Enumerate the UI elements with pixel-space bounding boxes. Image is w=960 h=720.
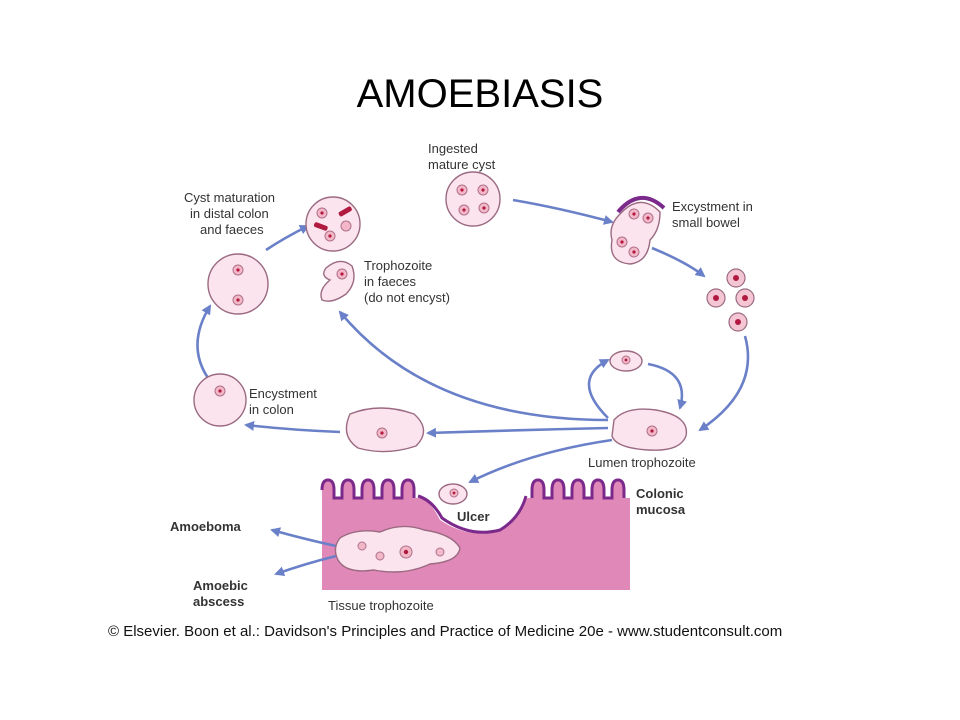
label-tropho-faeces-line1: Trophozoite xyxy=(364,258,432,273)
label-amoeboma: Amoeboma xyxy=(170,519,242,534)
arrow-tissue-to-abscess xyxy=(274,554,337,577)
label-maturation-line3: and faeces xyxy=(200,222,264,237)
label-maturation-line2: in distal colon xyxy=(190,206,269,221)
precyst-cell xyxy=(345,407,425,453)
tissue-trophozoite xyxy=(334,525,461,573)
arrow-excyst-to-release xyxy=(651,246,706,278)
arrow-lumen-to-precyst xyxy=(426,426,609,438)
arrow-precyst-to-encyst xyxy=(244,420,341,434)
arrow-ingest-to-excyst xyxy=(512,198,614,225)
released-trophozoites xyxy=(706,268,755,332)
label-ingested-line2: mature cyst xyxy=(428,157,496,172)
lifecycle-arrows xyxy=(196,198,750,577)
arrow-release-to-lumen xyxy=(698,335,750,432)
label-tropho-faeces-line2: in faeces xyxy=(364,274,417,289)
label-colonic-line2: mucosa xyxy=(636,502,686,517)
arrow-multiply-to-lumen xyxy=(647,362,687,410)
maturation-cyst xyxy=(305,196,361,252)
label-ingested-line1: Ingested xyxy=(428,141,478,156)
arrow-tissue-to-amoeboma xyxy=(270,527,337,548)
label-tissue-trophozoite: Tissue trophozoite xyxy=(328,598,434,613)
encystment-cell xyxy=(193,373,247,427)
multiplying-trophozoite xyxy=(609,350,643,372)
label-abscess-line1: Amoebic xyxy=(193,578,248,593)
copyright-notice: © Elsevier. Boon et al.: Davidson's Prin… xyxy=(108,623,783,640)
label-lumen-trophozoite: Lumen trophozoite xyxy=(588,455,696,470)
label-ulcer: Ulcer xyxy=(457,509,490,524)
slide-title: AMOEBIASIS xyxy=(356,72,604,116)
arrow-lumen-to-faeces xyxy=(338,310,609,422)
label-excystment-line1: Excystment in xyxy=(672,199,753,214)
label-encystment-line1: Encystment xyxy=(249,386,317,401)
arrow-encyst-to-maturing xyxy=(196,304,212,379)
label-encystment-line2: in colon xyxy=(249,402,294,417)
trophozoite-in-faeces xyxy=(320,260,355,302)
label-colonic-line1: Colonic xyxy=(636,486,684,501)
lumen-trophozoite xyxy=(611,408,688,451)
label-abscess-line2: abscess xyxy=(193,594,244,609)
arrow-lumen-to-multiply xyxy=(587,358,610,419)
excystment-cell xyxy=(610,196,666,265)
arrow-maturing-to-mature xyxy=(265,224,310,252)
label-maturation-line1: Cyst maturation xyxy=(184,190,275,205)
binucleate-cyst xyxy=(207,253,269,315)
invading-trophozoite xyxy=(438,483,468,505)
ulcer-crater xyxy=(417,494,528,534)
label-excystment-line2: small bowel xyxy=(672,215,740,230)
label-tropho-faeces-line3: (do not encyst) xyxy=(364,290,450,305)
ingested-mature-cyst xyxy=(445,171,501,227)
arrow-lumen-to-tissue xyxy=(468,438,613,484)
